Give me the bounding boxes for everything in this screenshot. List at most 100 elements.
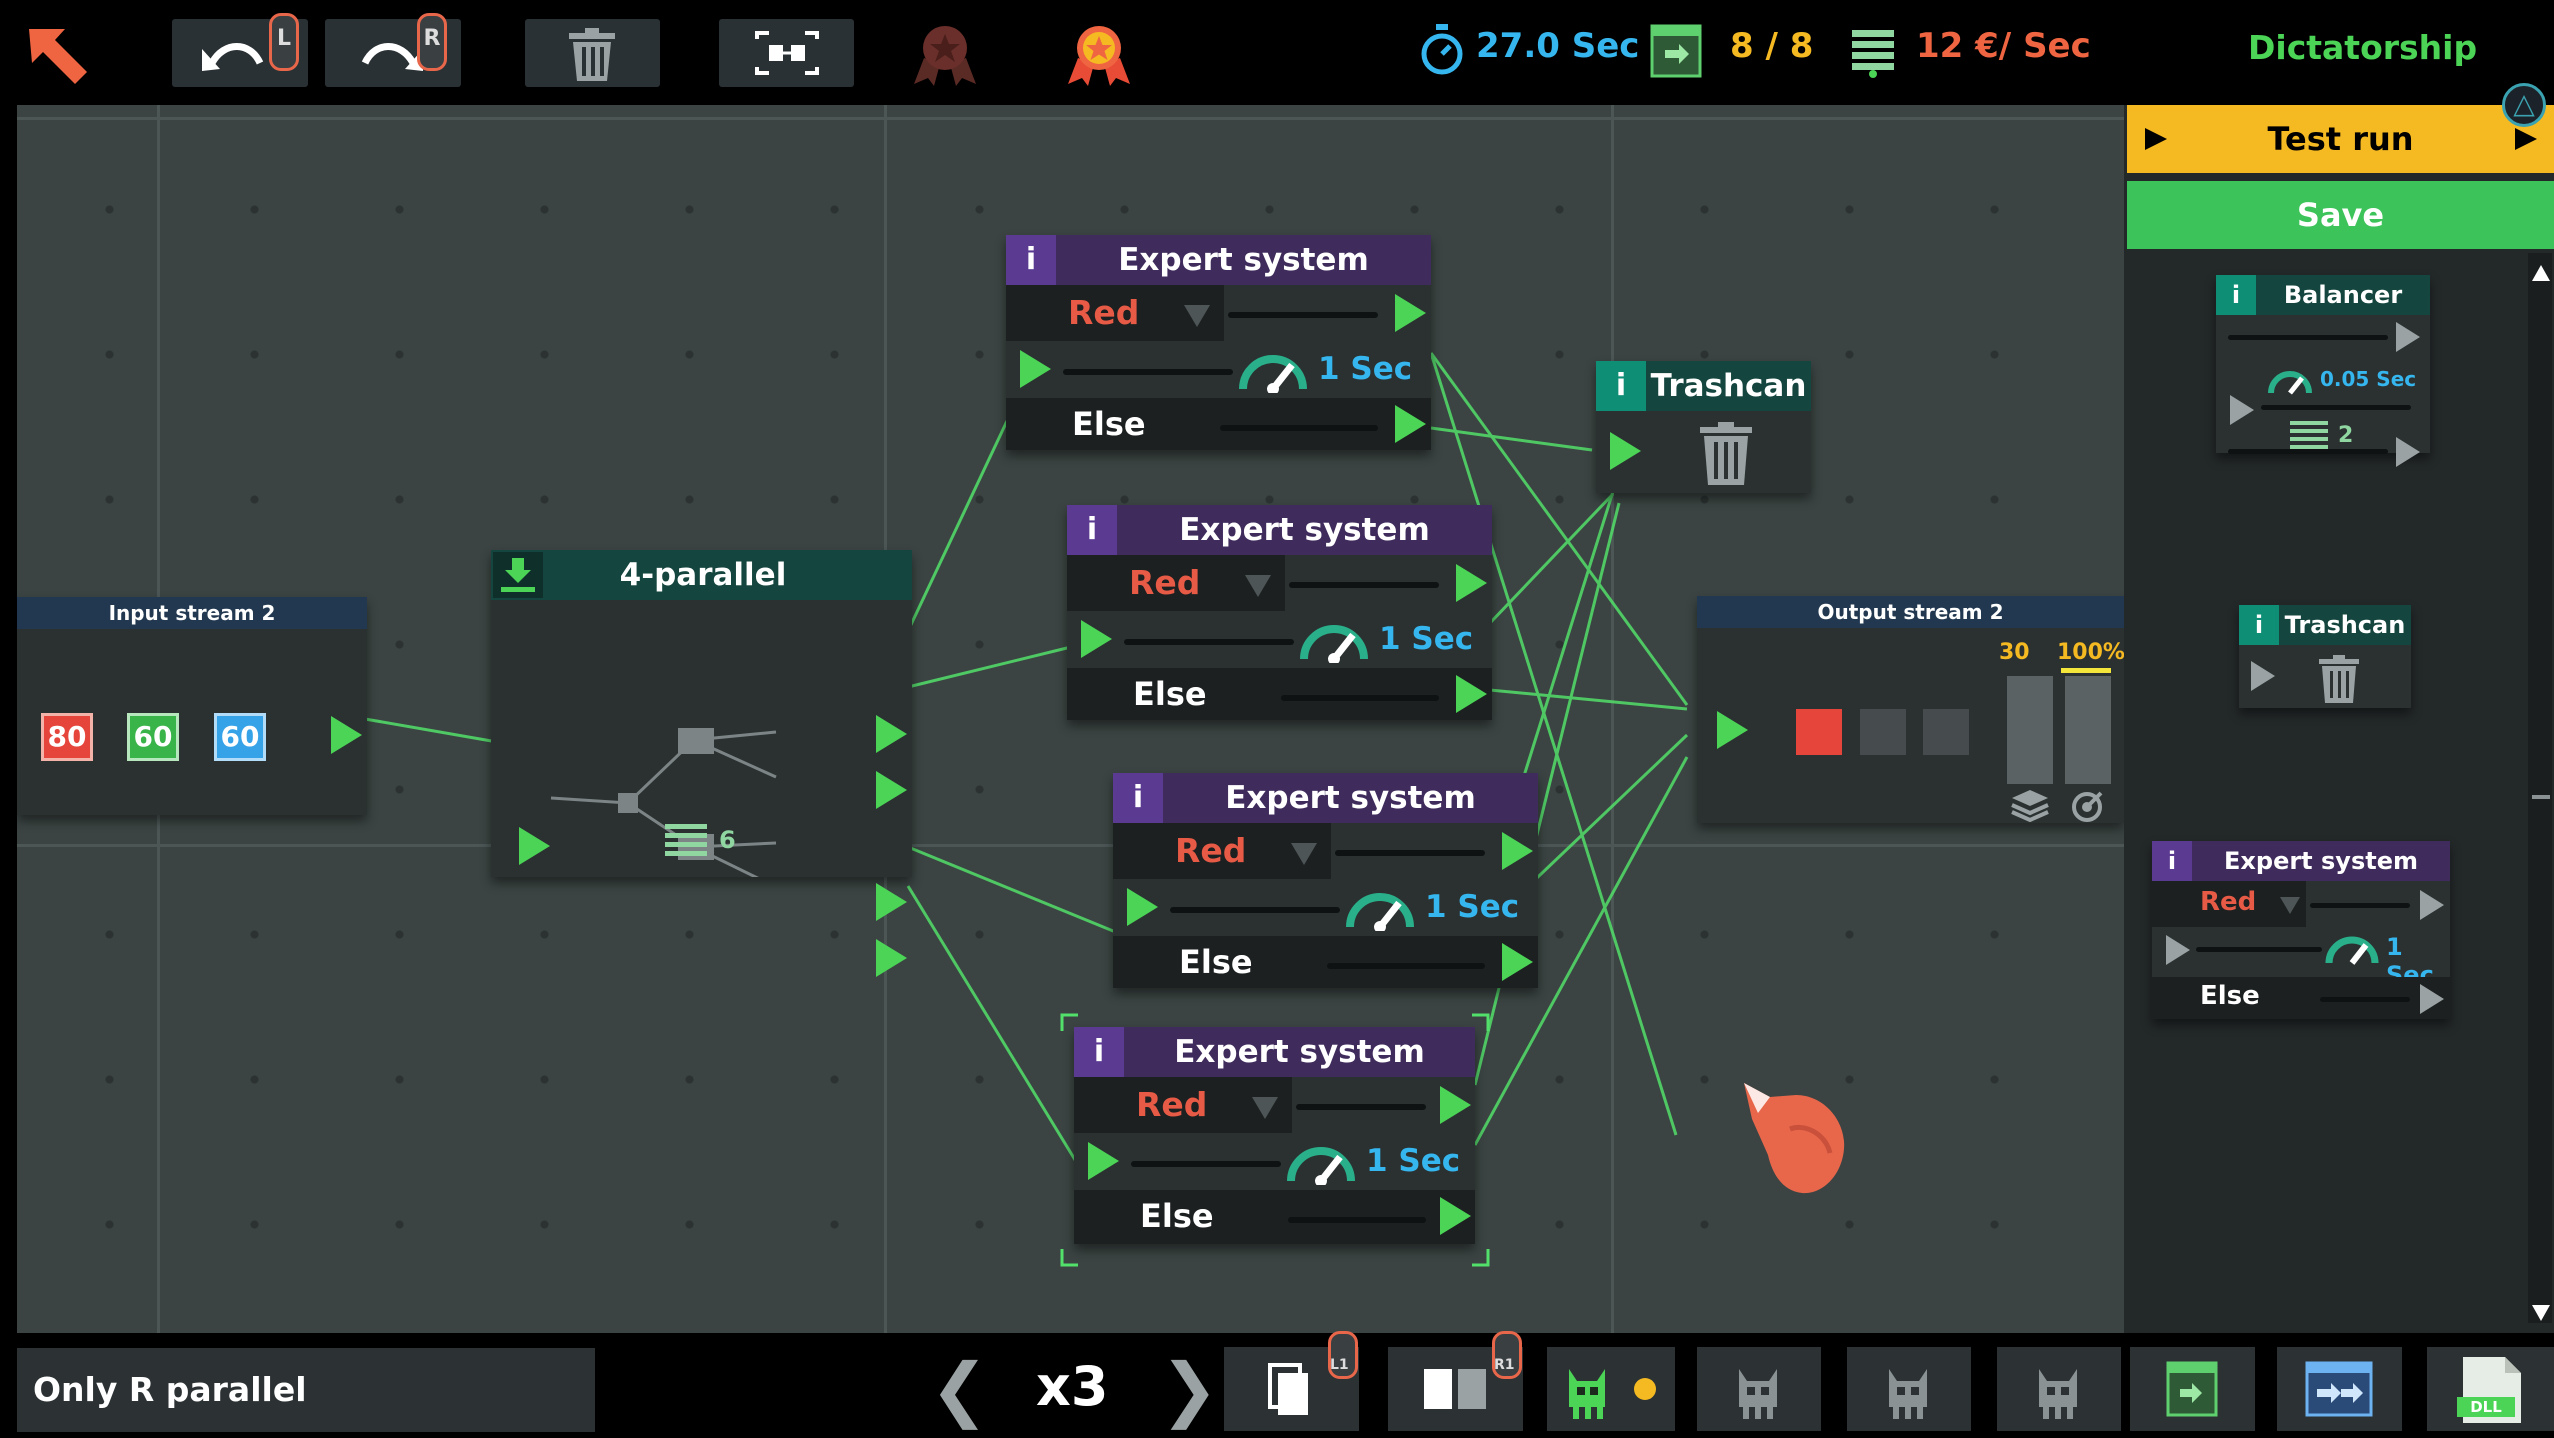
parallel-node[interactable]: 4-parallel 6 bbox=[491, 550, 912, 977]
else-output-port[interactable] bbox=[2420, 984, 2444, 1014]
speed-prev-button[interactable]: ❮ bbox=[930, 1348, 989, 1430]
expert-system-node-4[interactable]: i Expert system Red 1 Sec Else bbox=[1074, 1027, 1475, 1244]
balancer-output-port-2[interactable] bbox=[2396, 437, 2420, 467]
chevron-down-icon bbox=[1291, 843, 1317, 865]
scroll-up-icon[interactable] bbox=[2532, 265, 2550, 281]
save-button[interactable]: Save bbox=[2127, 181, 2554, 249]
track bbox=[1281, 695, 1439, 701]
parallel-output-port-2[interactable] bbox=[876, 771, 907, 809]
parallel-output-port-1[interactable] bbox=[876, 715, 907, 753]
expert-input-port[interactable] bbox=[1088, 1142, 1119, 1180]
else-output-port[interactable] bbox=[1395, 405, 1426, 443]
match-output-port[interactable] bbox=[1395, 294, 1426, 332]
expert-system-node-3[interactable]: i Expert system Red 1 Sec Else bbox=[1113, 773, 1538, 988]
expert-input-port[interactable] bbox=[1020, 350, 1051, 388]
output-view-button[interactable] bbox=[2130, 1347, 2255, 1431]
paste-button[interactable]: R1 bbox=[1388, 1331, 1523, 1431]
bot-slot-active[interactable] bbox=[1547, 1347, 1675, 1431]
trashcan-input-port[interactable] bbox=[2251, 661, 2275, 691]
parallel-input-port[interactable] bbox=[519, 827, 550, 865]
hand-cursor-icon bbox=[1744, 1083, 1845, 1194]
speed-next-button[interactable]: ❯ bbox=[1160, 1348, 1219, 1430]
scroll-thumb[interactable] bbox=[2532, 795, 2550, 799]
input-view-button[interactable] bbox=[2277, 1347, 2402, 1431]
output-icon bbox=[1650, 24, 1702, 78]
info-button[interactable]: i bbox=[1067, 505, 1117, 555]
undo-shoulder-badge: L bbox=[269, 13, 299, 71]
scroll-down-icon[interactable] bbox=[2532, 1305, 2550, 1321]
trashcan-title: Trashcan bbox=[1650, 368, 1807, 404]
expert-input-port[interactable] bbox=[2166, 935, 2190, 965]
info-button[interactable]: i bbox=[1006, 235, 1056, 285]
color-select[interactable]: Red bbox=[2200, 887, 2257, 917]
test-run-button[interactable]: Test run bbox=[2127, 105, 2554, 173]
output-stream-node[interactable]: Output stream 2 30 100% bbox=[1697, 596, 2125, 823]
match-output-port[interactable] bbox=[1456, 564, 1487, 602]
output-count: 30 bbox=[1999, 640, 2030, 665]
trashcan-title: Trashcan bbox=[2284, 611, 2406, 639]
palette-expert-system[interactable]: i Expert system Red 1 Sec Else bbox=[2152, 841, 2450, 1019]
speed-value: x3 bbox=[1036, 1355, 1109, 1418]
chevron-down-icon bbox=[1184, 305, 1210, 327]
color-select[interactable]: Red bbox=[1136, 1085, 1208, 1124]
parallel-output-port-3[interactable] bbox=[876, 883, 907, 921]
color-select[interactable]: Red bbox=[1129, 563, 1201, 602]
input-stream-node[interactable]: Input stream 2 80 60 60 bbox=[17, 597, 367, 815]
balancer-input-port[interactable] bbox=[2230, 395, 2254, 425]
redo-button[interactable]: R bbox=[325, 13, 461, 87]
trashcan-input-port[interactable] bbox=[1610, 432, 1641, 470]
undo-button[interactable]: L bbox=[172, 13, 308, 87]
color-select[interactable]: Red bbox=[1068, 293, 1140, 332]
r1-shoulder-badge bbox=[1492, 1331, 1522, 1379]
info-button[interactable]: i bbox=[2239, 605, 2279, 645]
expert-system-node-2[interactable]: i Expert system Red 1 Sec Else bbox=[1067, 505, 1492, 720]
fit-view-button[interactable] bbox=[719, 19, 854, 87]
speed-gauge-icon bbox=[1239, 355, 1307, 393]
bot-slot[interactable] bbox=[1847, 1347, 1971, 1431]
info-button[interactable]: i bbox=[2216, 275, 2256, 315]
back-arrow-icon[interactable] bbox=[25, 25, 91, 87]
else-output-port[interactable] bbox=[1440, 1197, 1471, 1235]
info-button[interactable]: i bbox=[1113, 773, 1163, 823]
balancer-output-port-1[interactable] bbox=[2396, 322, 2420, 352]
triangle-button[interactable]: △ bbox=[2502, 83, 2546, 127]
panel-scrollbar-track[interactable] bbox=[2528, 253, 2552, 1323]
info-button[interactable]: i bbox=[1596, 361, 1646, 411]
expert-system-node-1[interactable]: i Expert system Red 1 Sec Else bbox=[1006, 235, 1431, 450]
else-row bbox=[1067, 668, 1492, 720]
output-input-port[interactable] bbox=[1717, 711, 1748, 749]
expert-input-port[interactable] bbox=[1127, 888, 1158, 926]
palette-balancer[interactable]: i Balancer 0.05 Sec 2 bbox=[2216, 275, 2430, 467]
cost-stack-icon bbox=[1852, 30, 1894, 78]
match-output-port[interactable] bbox=[1502, 832, 1533, 870]
trashcan-node[interactable]: i Trashcan bbox=[1596, 361, 1811, 493]
speed-label: 1 Sec bbox=[1366, 1143, 1461, 1179]
parallel-header: 4-parallel bbox=[491, 550, 912, 600]
percent-bar-indicator bbox=[2061, 668, 2111, 673]
speed-label: 1 Sec bbox=[1379, 621, 1474, 657]
program-board[interactable]: Input stream 2 80 60 60 4-parallel bbox=[17, 105, 2125, 1333]
bot-slot[interactable] bbox=[1697, 1347, 1821, 1431]
parallel-title: 4-parallel bbox=[619, 557, 787, 593]
parallel-output-port-4[interactable] bbox=[876, 939, 907, 977]
palette-trashcan[interactable]: i Trashcan bbox=[2239, 605, 2411, 708]
wire bbox=[906, 420, 1009, 632]
match-output-port[interactable] bbox=[1440, 1086, 1471, 1124]
info-button[interactable]: i bbox=[2152, 841, 2192, 881]
else-output-port[interactable] bbox=[1502, 943, 1533, 981]
paste-icon bbox=[1424, 1369, 1486, 1409]
expert-title: Expert system bbox=[1179, 512, 1430, 548]
delete-button[interactable] bbox=[525, 19, 660, 87]
color-select[interactable]: Red bbox=[1175, 831, 1247, 870]
else-label: Else bbox=[1133, 675, 1207, 713]
balancer-header: i Balancer bbox=[2216, 275, 2430, 315]
match-output-port[interactable] bbox=[2420, 890, 2444, 920]
bot-slot[interactable] bbox=[1997, 1347, 2121, 1431]
dll-button[interactable]: DLL bbox=[2427, 1347, 2554, 1431]
expert-input-port[interactable] bbox=[1081, 620, 1112, 658]
info-button[interactable]: i bbox=[1074, 1027, 1124, 1077]
input-output-port[interactable] bbox=[331, 716, 362, 754]
mode-label: Dictatorship bbox=[2248, 28, 2478, 67]
copy-button[interactable]: L1 bbox=[1224, 1331, 1359, 1431]
else-output-port[interactable] bbox=[1456, 675, 1487, 713]
